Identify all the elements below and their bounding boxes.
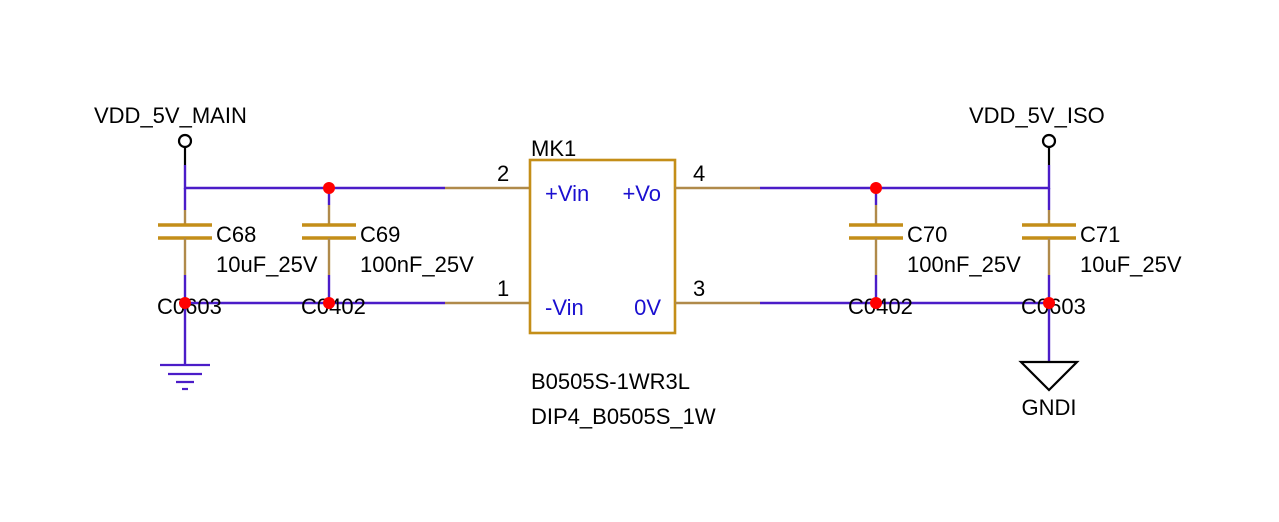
wire-vin-positive: [183, 165, 445, 190]
junction-dot: [1043, 297, 1055, 309]
junction-dot: [323, 182, 335, 194]
power-label-vdd-5v-main: VDD_5V_MAIN: [94, 103, 247, 128]
capacitor-c70-value: 100nF_25V: [907, 252, 1021, 277]
module-ref: MK1: [531, 136, 576, 161]
module-footprint: DIP4_B0505S_1W: [531, 404, 716, 429]
ground-label-gndi: GNDI: [1022, 395, 1077, 420]
module-body: [528, 158, 677, 335]
pin-name-0v: 0V: [634, 295, 661, 320]
capacitor-c70-ref: C70: [907, 222, 947, 247]
junction-dot: [323, 297, 335, 309]
capacitor-c69-value: 100nF_25V: [360, 252, 474, 277]
pin-name-vo-positive: +Vo: [622, 181, 661, 206]
capacitor-c71-value: 10uF_25V: [1080, 252, 1182, 277]
junction-dot: [870, 182, 882, 194]
capacitor-c71-ref: C71: [1080, 222, 1120, 247]
pin-number-1: 1: [497, 276, 509, 301]
junction-dot: [870, 297, 882, 309]
ground-icon: [160, 363, 210, 391]
capacitor-c69-ref: C69: [360, 222, 400, 247]
pin-number-3: 3: [693, 276, 705, 301]
pin-name-vin-positive: +Vin: [545, 181, 589, 206]
pin-number-4: 4: [693, 161, 705, 186]
pin-name-vin-negative: -Vin: [545, 295, 584, 320]
wire-vo-positive: [760, 165, 1051, 190]
power-port-vdd-5v-iso: [1041, 133, 1057, 149]
power-label-vdd-5v-iso: VDD_5V_ISO: [969, 103, 1105, 128]
capacitor-c68-ref: C68: [216, 222, 256, 247]
pin-number-2: 2: [497, 161, 509, 186]
module-part-number: B0505S-1WR3L: [531, 369, 690, 394]
ground-isolated-icon: [1018, 360, 1080, 392]
power-port-vdd-5v-main: [177, 133, 193, 149]
capacitor-c68-value: 10uF_25V: [216, 252, 318, 277]
junction-dot: [179, 297, 191, 309]
